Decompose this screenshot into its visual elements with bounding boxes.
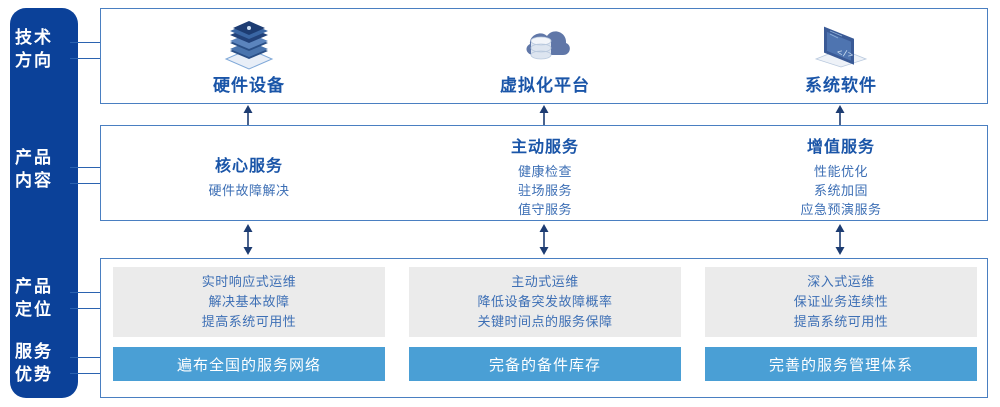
sidebar-item-label-line1: 产品 [15, 148, 53, 167]
sidebar-item-label-line2: 优势 [15, 365, 53, 384]
arrow-up-icon [537, 105, 551, 127]
product-content-item-proactive[interactable]: 主动服务 健康检查 驻场服务 值守服务 [397, 126, 693, 222]
positioning-column-deep: 深入式运维 保证业务连续性 提高系统可用性 完善的服务管理体系 [693, 259, 989, 399]
sidebar-rail [10, 8, 78, 398]
service-advantage-bar[interactable]: 遍布全国的服务网络 [113, 347, 385, 381]
laptop-code-icon: </> [810, 19, 872, 69]
product-positioning-panel: 实时响应式运维 解决基本故障 提高系统可用性 遍布全国的服务网络 主动式运维 降… [100, 258, 988, 398]
tech-direction-item-system-software[interactable]: </> 系统软件 [693, 9, 989, 105]
connector-tech-bottom [70, 58, 101, 59]
arrow-bidirectional-icon [833, 224, 847, 258]
product-content-title: 主动服务 [510, 139, 579, 156]
tech-direction-item-virtualization[interactable]: 虚拟化平台 [397, 9, 693, 105]
product-content-title: 增值服务 [806, 139, 875, 156]
sidebar-item-label-line2: 方向 [15, 51, 53, 70]
tech-direction-label: 系统软件 [805, 75, 877, 95]
connector-advantage-bottom [70, 373, 101, 374]
tech-direction-item-hardware[interactable]: 硬件设备 [101, 9, 397, 105]
positioning-box[interactable]: 实时响应式运维 解决基本故障 提高系统可用性 [113, 267, 385, 337]
product-content-line: 健康检查 [517, 164, 572, 179]
positioning-line: 实时响应式运维 [201, 274, 297, 289]
product-content-item-value-added[interactable]: 增值服务 性能优化 系统加固 应急预演服务 [693, 126, 989, 222]
tech-direction-panel: 硬件设备 虚拟化平台 </> [100, 8, 988, 104]
product-content-line: 硬件故障解决 [208, 183, 290, 198]
service-advantage-label: 遍布全国的服务网络 [176, 356, 321, 374]
product-content-panel: 核心服务 硬件故障解决 主动服务 健康检查 驻场服务 值守服务 增值服务 性能优… [100, 125, 988, 221]
sidebar-item-product-position[interactable]: 产品 定位 [0, 275, 68, 321]
tech-direction-label: 硬件设备 [213, 75, 285, 95]
arrow-up-icon [833, 105, 847, 127]
positioning-line: 深入式运维 [807, 274, 875, 289]
positioning-box[interactable]: 深入式运维 保证业务连续性 提高系统可用性 [705, 267, 977, 337]
product-content-line: 驻场服务 [517, 183, 572, 198]
product-content-item-core[interactable]: 核心服务 硬件故障解决 [101, 126, 397, 222]
sidebar-item-product-content[interactable]: 产品 内容 [0, 146, 68, 192]
service-advantage-bar[interactable]: 完善的服务管理体系 [705, 347, 977, 381]
sidebar-item-label-line2: 定位 [15, 300, 53, 319]
positioning-box[interactable]: 主动式运维 降低设备突发故障概率 关键时间点的服务保障 [409, 267, 681, 337]
product-content-title: 核心服务 [214, 158, 283, 175]
sidebar-item-label-line1: 服务 [15, 342, 53, 361]
connector-tech-top [70, 42, 101, 43]
positioning-line: 降低设备突发故障概率 [477, 294, 613, 309]
connector-content-bottom [70, 183, 101, 184]
connector-position-top [70, 292, 101, 293]
tech-direction-label: 虚拟化平台 [500, 75, 590, 95]
positioning-line: 主动式运维 [511, 274, 579, 289]
sidebar-item-label-line1: 产品 [15, 277, 53, 296]
product-content-line: 应急预演服务 [800, 202, 882, 217]
service-advantage-label: 完善的服务管理体系 [768, 356, 913, 374]
arrow-bidirectional-icon [537, 224, 551, 258]
service-advantage-bar[interactable]: 完备的备件库存 [409, 347, 681, 381]
connector-advantage-top [70, 357, 101, 358]
positioning-column-realtime: 实时响应式运维 解决基本故障 提高系统可用性 遍布全国的服务网络 [101, 259, 397, 399]
cloud-database-icon [514, 19, 576, 69]
sidebar-item-label-line2: 内容 [15, 171, 53, 190]
product-content-line: 系统加固 [813, 183, 868, 198]
positioning-line: 解决基本故障 [208, 294, 290, 309]
product-content-line: 值守服务 [517, 202, 572, 217]
positioning-line: 提高系统可用性 [793, 314, 889, 329]
server-stack-icon [218, 19, 280, 70]
product-content-line: 性能优化 [813, 164, 868, 179]
connector-content-top [70, 167, 101, 168]
arrow-up-icon [241, 105, 255, 127]
sidebar-item-service-advantage[interactable]: 服务 优势 [0, 340, 68, 386]
arrow-bidirectional-icon [241, 224, 255, 258]
positioning-line: 提高系统可用性 [201, 314, 297, 329]
positioning-line: 保证业务连续性 [793, 294, 889, 309]
connector-position-bottom [70, 308, 101, 309]
sidebar-item-tech-direction[interactable]: 技术 方向 [0, 26, 68, 72]
positioning-line: 关键时间点的服务保障 [477, 314, 613, 329]
positioning-column-proactive: 主动式运维 降低设备突发故障概率 关键时间点的服务保障 完备的备件库存 [397, 259, 693, 399]
sidebar-item-label-line1: 技术 [15, 28, 53, 47]
svg-text:</>: </> [837, 46, 853, 60]
service-advantage-label: 完备的备件库存 [488, 356, 601, 374]
